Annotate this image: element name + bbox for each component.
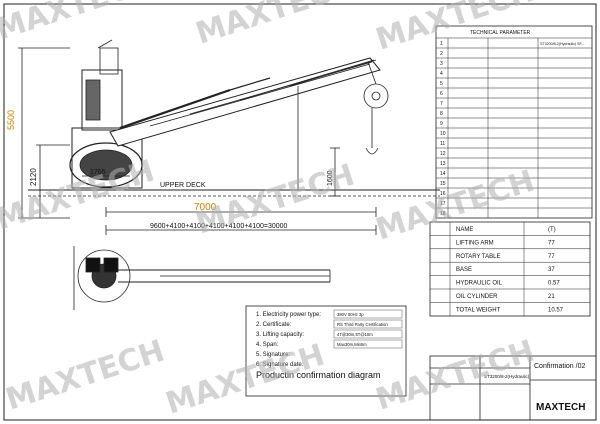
confirmation-item-value: 4T@30m,5T@10m [337, 332, 373, 337]
tech-row-number: 18 [440, 211, 446, 217]
tech-row-number: 7 [440, 101, 443, 107]
dim-hook-drop: 1600 [327, 170, 334, 186]
watermark: MAXTECH [192, 0, 359, 52]
tech-row-number: 3 [440, 61, 443, 67]
crane-plan-view [73, 246, 331, 310]
dim-reach: 7000 [194, 202, 217, 213]
confirmation-title: Productin confirmation diagram [256, 370, 381, 380]
tech-row-number: 10 [440, 131, 446, 137]
confirmation-value-box [333, 329, 403, 339]
watermark: MAXTECH [372, 0, 539, 58]
dim-height-base: 2120 [29, 168, 38, 186]
confirmation-value-box [333, 319, 403, 329]
crane-elevation-view [18, 39, 440, 235]
tech-row-number: 15 [440, 181, 446, 187]
parts-header-name: NAME [456, 227, 473, 233]
parts-row-name: HYDRAULIC OIL [456, 281, 503, 287]
confirmation-item-label: 6. Signature date: [256, 362, 304, 368]
parts-row-name: OIL CYLINDER [456, 294, 498, 300]
tech-row-number: 13 [440, 161, 446, 167]
watermark: MAXTECH [0, 0, 159, 48]
tech-row-number: 14 [440, 171, 446, 177]
confirmation-value-box [333, 309, 403, 319]
confirmation-item-label: 2. Certificate: [256, 322, 292, 328]
confirmation-item-value: RS Third Party Certification [337, 322, 388, 327]
watermark: MAXTECH [0, 154, 159, 238]
title-confirmation: Confirmation /02 [534, 363, 585, 370]
tech-row-number: 11 [440, 141, 445, 147]
parts-row-weight: 21 [548, 294, 555, 300]
tech-row-number: 1 [440, 41, 443, 47]
confirmation-item-value: Max30m,Min5m [337, 342, 367, 347]
dim-boom-series: 9600+4100+4100+4100+4100+4100=30000 [150, 223, 288, 230]
parts-row-name: TOTAL WEIGHT [456, 307, 501, 313]
parts-row-name: LIFTING ARM [456, 240, 494, 246]
title-code: ST3200/8-2(Hydraulic) [484, 374, 530, 379]
tech-row-number: 16 [440, 191, 446, 197]
tech-row-number: 12 [440, 151, 446, 157]
tech-row-extra: ST3200/8-2(Hydraulic) SF... [540, 42, 584, 46]
confirmation-item-label: 5. Signature: [256, 352, 290, 358]
confirmation-item-label: 1. Electricity power type: [256, 312, 321, 318]
tech-row-number: 8 [440, 111, 443, 117]
confirmation-item-label: 4. Span: [256, 342, 279, 348]
tech-row-number: 9 [440, 121, 443, 127]
parts-row-name: BASE [456, 267, 472, 273]
title-block [429, 355, 597, 421]
tech-row-number: 6 [440, 91, 443, 97]
watermark: MAXTECH [2, 334, 169, 418]
sheet-border [3, 3, 597, 421]
tech-row-number: 17 [440, 201, 446, 207]
parts-row-weight: 37 [548, 267, 555, 273]
confirmation-value-box [333, 339, 403, 349]
tech-table-title: TECHNICAL PARAMETER [470, 30, 531, 36]
watermark: MAXTECH [372, 164, 539, 248]
watermark-layer: MAXTECH MAXTECH MAXTECH MAXTECH MAXTECH … [0, 0, 539, 422]
dim-base-dia: 1765 [90, 169, 106, 176]
tech-row-number: 5 [440, 81, 443, 87]
parts-row-name: ROTARY TABLE [456, 254, 500, 260]
parts-row-weight: 77 [548, 254, 555, 260]
confirmation-item-value: 380V 50Hz 3p [337, 312, 364, 317]
parts-row-weight: 10.57 [548, 307, 564, 313]
parts-header-weight: (T) [548, 227, 556, 233]
tech-row-number: 2 [440, 51, 443, 57]
deck-label: UPPER DECK [160, 182, 206, 189]
parts-row-weight: 77 [548, 240, 555, 246]
parts-row-weight: 0.57 [548, 281, 560, 287]
dim-height-total: 5500 [6, 110, 16, 130]
technical-parameter-table: TECHNICAL PARAMETER 1 ST3200/8-2(Hydrauli… [435, 25, 593, 219]
confirmation-item-label: 3. Lifting capacity: [256, 332, 304, 338]
confirmation-box: 1. Electricity power type: 380V 50Hz 3p 2.… [245, 305, 407, 397]
tech-row-number: 4 [440, 71, 443, 77]
title-company: MAXTECH [536, 402, 585, 413]
